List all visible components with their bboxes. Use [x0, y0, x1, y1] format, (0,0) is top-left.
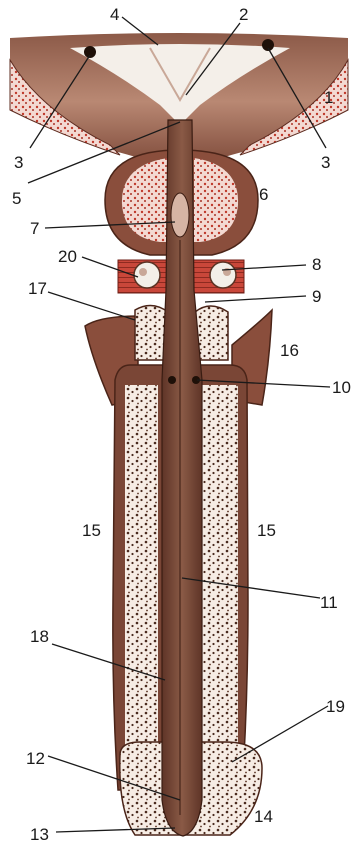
- label-13: 13: [30, 825, 49, 844]
- label-11: 11: [320, 593, 338, 612]
- label-7: 7: [30, 219, 39, 238]
- label-6: 6: [259, 185, 268, 204]
- label-14: 14: [254, 807, 273, 826]
- label-20: 20: [58, 247, 77, 266]
- label-12: 12: [26, 749, 45, 768]
- label-3-left: 3: [14, 153, 23, 172]
- label-15-left: 15: [82, 521, 101, 540]
- corpus-cavernosum-left: [113, 305, 168, 790]
- label-2: 2: [239, 5, 248, 24]
- label-1: 1: [324, 88, 333, 107]
- label-18: 18: [30, 627, 49, 646]
- label-4: 4: [110, 5, 119, 24]
- label-8: 8: [312, 255, 321, 274]
- label-3-right: 3: [321, 153, 330, 172]
- label-10: 10: [332, 378, 351, 397]
- corpus-cavernosum-right: [195, 306, 248, 790]
- label-17: 17: [28, 279, 47, 298]
- label-9: 9: [312, 287, 321, 306]
- label-19: 19: [326, 697, 345, 716]
- label-16: 16: [280, 341, 299, 360]
- label-15-right: 15: [257, 521, 276, 540]
- label-5: 5: [12, 189, 21, 208]
